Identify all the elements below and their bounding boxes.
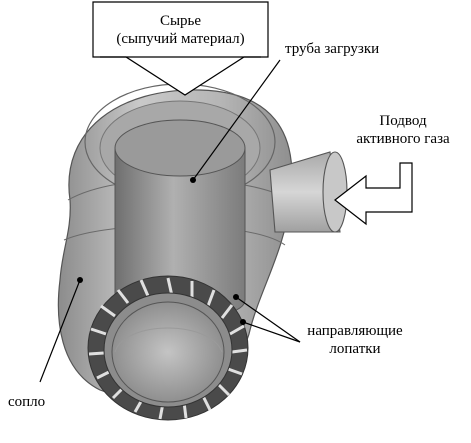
leader-nozzle bbox=[39, 279, 81, 383]
raw-material-label-line1: Сырье bbox=[159, 13, 202, 29]
guide-vanes-label: направляющие лопатки bbox=[295, 322, 415, 358]
gas-inlet-opening bbox=[322, 151, 348, 233]
leader-nozzle-dot bbox=[77, 277, 83, 283]
nozzle-bore bbox=[111, 301, 225, 403]
gas-inlet-pipe bbox=[269, 151, 341, 233]
leader-guide-vanes-dot-2 bbox=[240, 319, 246, 325]
feed-pipe-label: труба загрузки bbox=[285, 41, 380, 57]
raw-material-label-line2: (сыпучий материал) bbox=[116, 31, 245, 47]
raw-material-label: Сырье (сыпучий материал) bbox=[93, 12, 268, 48]
gas-inlet-label: Подвод активного газа bbox=[340, 112, 466, 148]
leader-feed-pipe bbox=[192, 59, 281, 181]
leader-guide-vanes-dot-1 bbox=[233, 294, 239, 300]
nozzle-label: сопло bbox=[8, 394, 46, 410]
gas-inlet-label-line1: Подвод bbox=[379, 113, 427, 129]
guide-vanes-label-line1: направляющие bbox=[307, 323, 403, 339]
gas-inlet-label-line2: активного газа bbox=[356, 131, 450, 147]
feed-pipe-top bbox=[114, 119, 246, 177]
leader-feed-pipe-dot bbox=[190, 177, 196, 183]
raw-material-arrow bbox=[92, 1, 269, 96]
guide-vanes bbox=[87, 275, 249, 421]
leader-guide-vanes-2 bbox=[242, 321, 301, 343]
gas-inlet-arrow bbox=[334, 162, 413, 226]
leader-guide-vanes-1 bbox=[235, 296, 301, 343]
guide-vanes-label-line2: лопатки bbox=[329, 341, 381, 357]
